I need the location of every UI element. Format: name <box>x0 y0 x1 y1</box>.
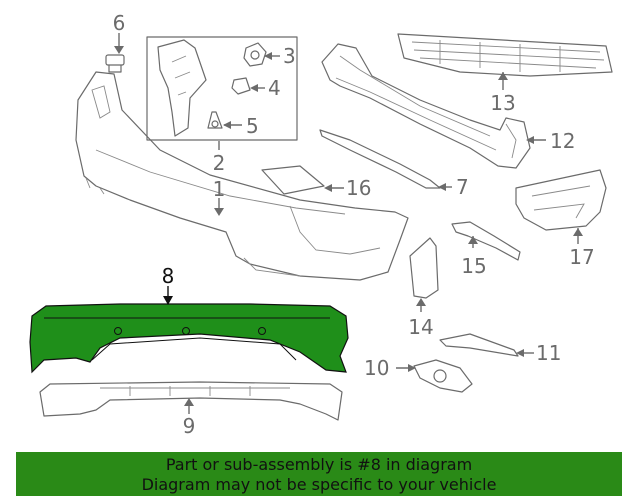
part-1-bumper-cover <box>75 71 409 281</box>
part-17-bracket <box>515 169 607 231</box>
part-14-panel <box>409 237 439 299</box>
banner-line-2: Diagram may not be specific to your vehi… <box>141 475 497 494</box>
arrow-9 <box>184 398 194 406</box>
callout-5: 5 <box>246 114 259 138</box>
arrow-5 <box>223 121 231 129</box>
part-2-bracket <box>157 39 207 137</box>
callout-16: 16 <box>346 176 371 200</box>
parts-diagram: 6 3 4 5 2 1 16 <box>29 11 613 438</box>
arrow-7 <box>438 183 446 191</box>
part-13-absorber <box>397 33 613 77</box>
part-12-reinforcement <box>321 43 531 169</box>
callout-1: 1 <box>213 177 226 201</box>
part-4-nut <box>231 77 251 95</box>
part-10-sensor-bracket <box>413 359 473 393</box>
callout-15: 15 <box>461 254 486 278</box>
part-3-clip <box>243 42 267 67</box>
part-info-banner: Part or sub-assembly is #8 in diagram Di… <box>16 452 622 496</box>
callout-7: 7 <box>456 175 469 199</box>
arrow-11 <box>516 349 524 357</box>
callout-17: 17 <box>569 245 594 269</box>
arrow-14 <box>416 298 426 306</box>
part-2-group-box <box>146 36 298 141</box>
arrow-17 <box>573 228 583 236</box>
part-5-pushpin <box>207 111 223 129</box>
arrow-10 <box>408 364 416 372</box>
arrow-15 <box>468 236 478 244</box>
arrow-13 <box>498 72 508 80</box>
callout-4: 4 <box>268 76 281 100</box>
part-9-diffuser <box>39 381 343 421</box>
part-15-bracket <box>451 221 521 261</box>
callout-6: 6 <box>113 11 126 35</box>
arrow-1 <box>214 208 224 216</box>
callout-12: 12 <box>550 129 575 153</box>
banner-line-1: Part or sub-assembly is #8 in diagram <box>165 455 473 474</box>
arrow-16 <box>324 184 332 192</box>
callout-10: 10 <box>364 356 389 380</box>
part-16-reflector <box>261 165 325 195</box>
arrow-6 <box>114 46 124 54</box>
callout-3: 3 <box>283 44 296 68</box>
callout-14: 14 <box>408 315 433 339</box>
arrow-3 <box>264 52 272 60</box>
arrow-12 <box>526 136 534 144</box>
arrow-8 <box>163 296 173 305</box>
callout-13: 13 <box>490 91 515 115</box>
part-8-lower-valance <box>29 303 349 374</box>
callout-2: 2 <box>213 151 226 175</box>
part-11-bracket <box>439 333 519 357</box>
callout-8: 8 <box>162 264 175 288</box>
arrow-4 <box>250 84 258 92</box>
part-6-bolt <box>105 54 125 73</box>
part-7-trim-strip <box>319 129 441 189</box>
callout-11: 11 <box>536 341 561 365</box>
callout-9: 9 <box>183 414 196 438</box>
